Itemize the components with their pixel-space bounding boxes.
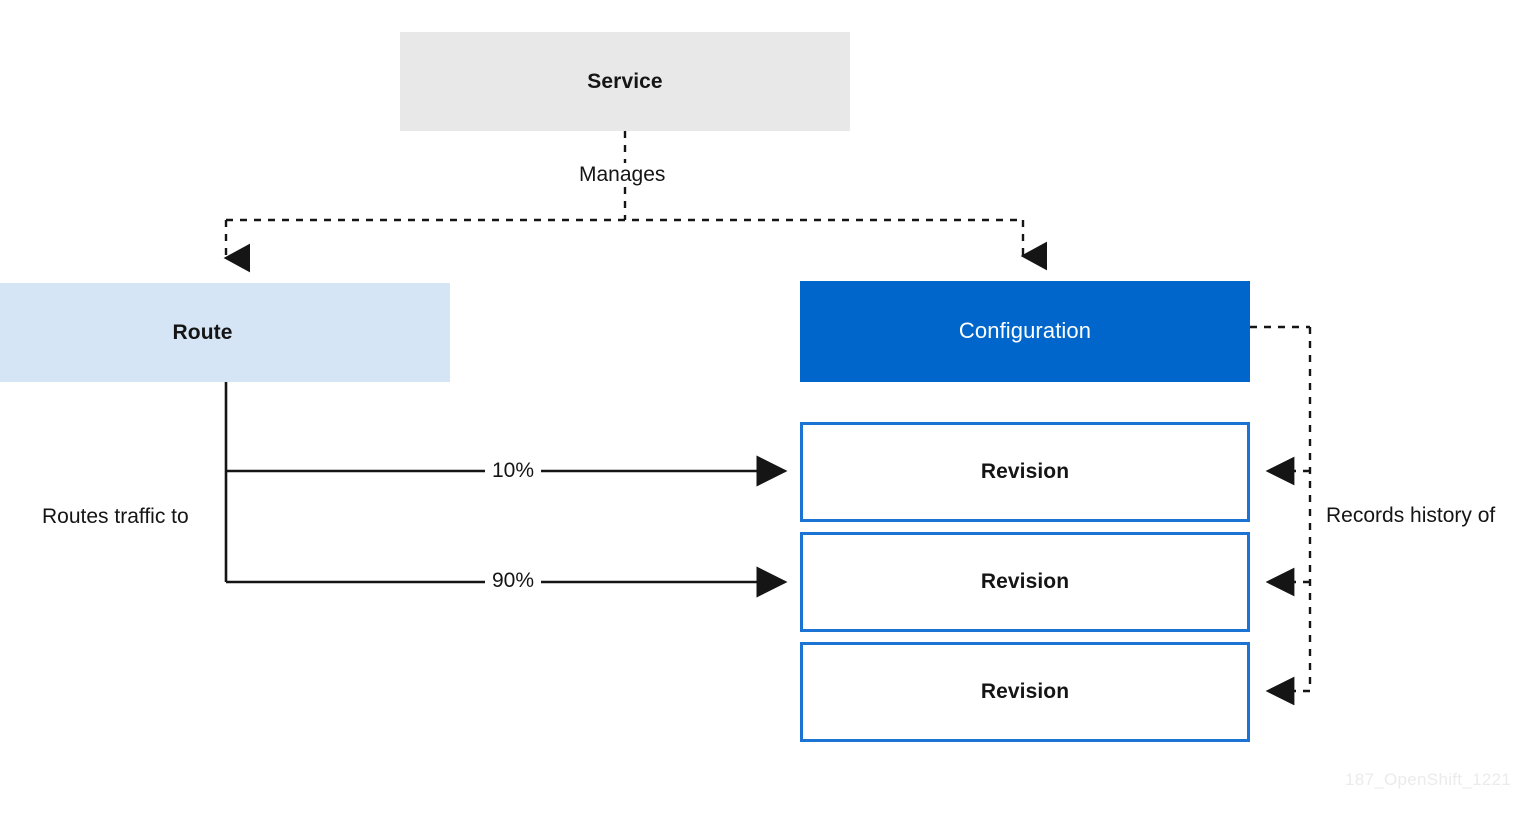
node-revision-label: Revision xyxy=(980,460,1070,484)
node-revision-label: Revision xyxy=(980,680,1070,704)
node-route-label: Route xyxy=(172,320,233,344)
node-revision[interactable]: Revision xyxy=(800,642,1250,742)
edge-label-routes-traffic: Routes traffic to xyxy=(38,505,193,529)
edge-label-manages: Manages xyxy=(573,163,672,187)
node-service[interactable]: Service xyxy=(400,32,850,131)
node-configuration[interactable]: Configuration xyxy=(800,281,1250,382)
edge-label-traffic-split: 90% xyxy=(485,569,542,593)
node-revision[interactable]: Revision xyxy=(800,532,1250,632)
edge-label-records-history: Records history of xyxy=(1322,504,1500,528)
node-configuration-label: Configuration xyxy=(958,318,1092,344)
node-revision[interactable]: Revision xyxy=(800,422,1250,522)
watermark: 187_OpenShift_1221 xyxy=(1345,770,1512,789)
edge-manages-arrowheads xyxy=(223,220,1047,273)
node-revision-label: Revision xyxy=(980,570,1070,594)
edge-records-history xyxy=(1250,325,1312,706)
node-route[interactable]: Route xyxy=(0,283,450,382)
edge-label-traffic-split: 10% xyxy=(485,459,542,483)
node-service-label: Service xyxy=(587,69,663,93)
